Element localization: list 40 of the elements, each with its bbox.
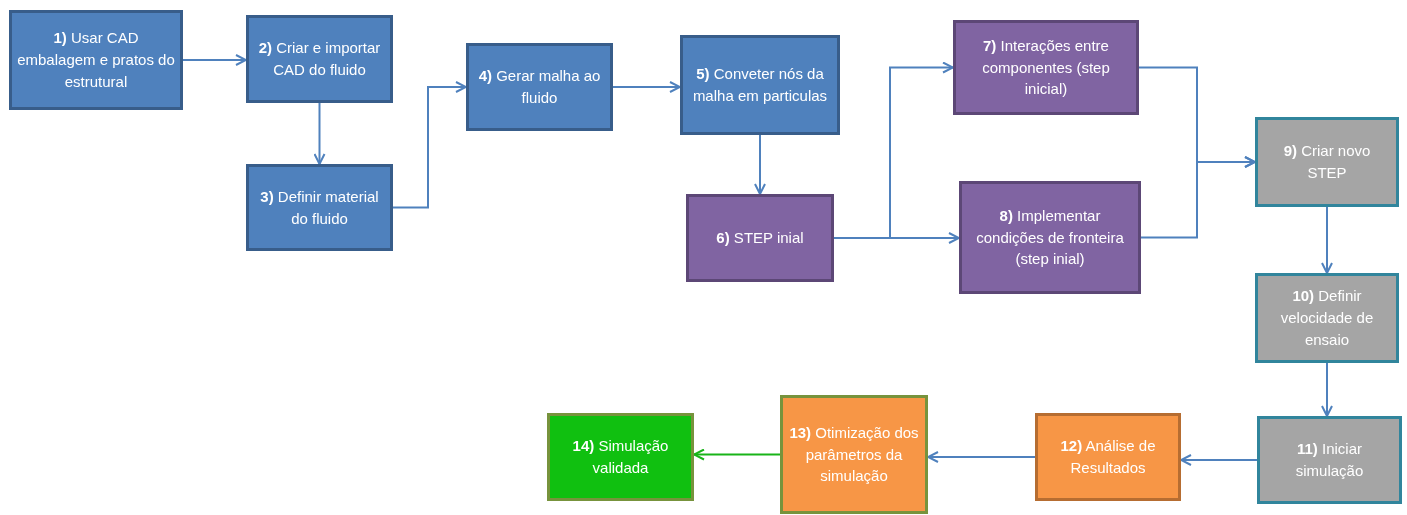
step-label: 9) Criar novo STEP <box>1282 141 1372 183</box>
process-box <box>1255 117 1399 207</box>
step-label: 1) Usar CAD embalagem e pratos do estrutural <box>16 28 176 92</box>
arrow <box>612 81 681 93</box>
step-label: 4) Gerar malha ao fluido <box>477 66 602 108</box>
process-box <box>246 15 393 103</box>
process-box <box>547 413 694 501</box>
process-box <box>686 194 834 282</box>
step-label: 14) Simulação validada <box>571 436 670 478</box>
process-box <box>680 35 840 135</box>
arrow <box>1180 454 1258 466</box>
process-box <box>9 10 183 110</box>
step-label: 8) Implementar condições de fronteira (step inial) <box>975 205 1125 270</box>
process-box <box>246 164 393 251</box>
arrow <box>1321 206 1333 274</box>
step-label: 5) Conveter nós da malha em particulas <box>691 64 829 106</box>
step-label: 3) Definir material do fluido <box>259 186 380 229</box>
arrow <box>927 451 1036 463</box>
arrow <box>1140 156 1256 239</box>
arrow <box>833 232 960 244</box>
process-box <box>953 20 1139 115</box>
arrow <box>313 102 326 165</box>
arrow <box>754 134 766 195</box>
step-label: 10) Definir velocidade de ensaio <box>1279 286 1375 350</box>
process-box <box>1257 416 1402 504</box>
step-label: 12) Análise de Resultados <box>1059 436 1157 478</box>
process-box <box>466 43 613 131</box>
arrow <box>182 54 247 66</box>
arrow <box>392 81 467 209</box>
step-label: 2) Criar e importar CAD do fluido <box>257 38 382 80</box>
step-label: 13) Otimização dos parâmetros da simulação <box>788 422 920 487</box>
step-label: 7) Interações entre componentes (step inicial) <box>981 35 1111 100</box>
arrow <box>693 448 781 461</box>
process-box <box>780 395 928 514</box>
process-box <box>1035 413 1181 501</box>
step-label: 11) Iniciar simulação <box>1294 439 1365 481</box>
step-label: 6) STEP inial <box>716 228 804 249</box>
process-box <box>1255 273 1399 363</box>
arrow <box>1321 362 1333 417</box>
process-box <box>959 181 1141 294</box>
